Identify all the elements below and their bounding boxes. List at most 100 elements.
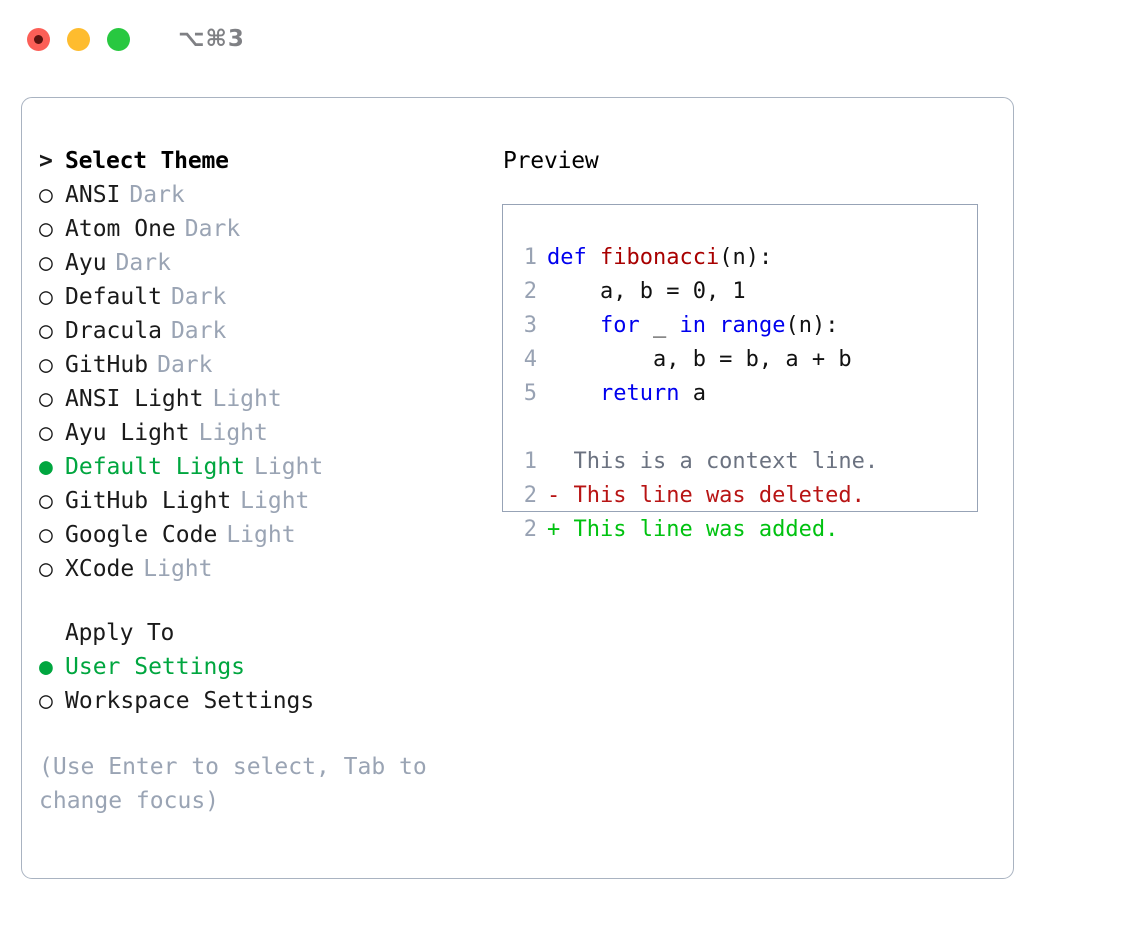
code-token-fn: fibonacci [600,245,720,270]
theme-list-item[interactable]: ○ ANSI Dark [39,178,502,212]
radio-selected-icon: ● [39,654,53,680]
keyboard-shortcut-label: ⌥⌘3 [178,25,245,52]
theme-name-label: XCode [65,556,135,582]
code-line-number: 2 [523,279,537,304]
theme-variant-label: Dark [129,182,185,208]
theme-name-label: ANSI Light [65,386,204,412]
code-token-kw: for [599,313,640,338]
theme-name-label: Google Code [65,522,218,548]
apply-to-option[interactable]: ● User Settings [39,650,502,684]
diff-line-text: - This line was deleted. [547,483,865,508]
radio-unselected-icon: ○ [39,284,53,310]
theme-list-item[interactable]: ○ Default Dark [39,280,502,314]
theme-list-item[interactable]: ○ GitHub Light Light [39,484,502,518]
minimize-button[interactable] [67,27,90,51]
code-line-text: a, b = 0, 1 [547,275,746,309]
code-token-plain: _ [639,313,680,338]
radio-unselected-icon: ○ [39,216,53,242]
radio-unselected-icon: ○ [39,420,53,446]
theme-variant-label: Light [240,488,310,514]
theme-variant-label: Light [254,454,324,480]
code-line-text: a, b = b, a + b [547,343,852,377]
code-line-number: 5 [523,381,537,406]
spacer-icon: ○ [39,616,65,650]
apply-to-list: ● User Settings ○Workspace Settings [39,650,502,718]
theme-variant-label: Dark [115,250,171,276]
radio-unselected-icon: ○ [39,352,53,378]
diff-line-ctx: 1 This is a context line. [503,445,977,479]
theme-name-label: GitHub [65,352,149,378]
apply-to-option-label: User Settings [65,654,246,680]
radio-unselected-icon: ○ [39,250,53,276]
code-line: 5 return a [503,377,977,411]
apply-to-heading-label: Apply To [65,620,175,646]
diff-line-text: + This line was added. [547,517,839,542]
keyboard-hint-text: (Use Enter to select, Tab to change focu… [39,754,427,814]
titlebar: ⌥⌘3 [0,0,1140,78]
theme-name-label: Atom One [65,216,176,242]
theme-name-label: Ayu Light [65,420,190,446]
diff-line-number: 2 [523,517,537,542]
code-token-plain [587,245,600,270]
code-line-text: def fibonacci(n): [547,241,772,275]
theme-name-label: ANSI [65,182,121,208]
diff-sample: 1 This is a context line. 2 - This line wa… [503,445,977,547]
theme-name-label: GitHub Light [65,488,232,514]
prompt-caret-icon: > [39,148,53,174]
theme-variant-label: Dark [170,284,227,310]
theme-variant-label: Dark [184,216,241,242]
code-token-kw: in [679,313,706,338]
code-diff-separator [503,411,977,445]
diff-line-add: 2 + This line was added. [503,513,977,547]
code-token-kw: return [599,381,680,406]
theme-list-item[interactable]: ○ GitHub Dark [39,348,502,382]
theme-variant-label: Dark [157,352,213,378]
diff-line-del: 2 - This line was deleted. [503,479,977,513]
apply-to-heading: ○ Apply To [39,616,502,650]
close-button[interactable] [27,27,50,51]
theme-list-item[interactable]: ● Default Light Light [39,450,502,484]
radio-unselected-icon: ○ [39,688,53,714]
theme-name-label: Dracula [65,318,162,344]
apply-to-option[interactable]: ○Workspace Settings [39,684,502,718]
code-token-plain [706,313,719,338]
code-line-number: 4 [523,347,537,372]
code-token-plain: (n): [785,313,839,338]
select-theme-heading: > Select Theme [39,144,502,178]
code-token-plain [547,313,600,338]
theme-name-label: Default Light [65,454,246,480]
code-token-plain: a [679,381,706,406]
diff-line-number: 2 [523,483,537,508]
code-token-plain: a, b = 0, 1 [547,279,746,304]
code-line-text: return a [547,377,706,411]
code-line: 4 a, b = b, a + b [503,343,977,377]
code-token-plain: (n): [719,245,773,270]
code-line-number: 3 [523,313,537,338]
theme-list-item[interactable]: ○ Atom One Dark [39,212,502,246]
theme-name-label: Default [65,284,162,310]
code-token-plain: a, b = b, a + b [547,347,852,372]
radio-selected-icon: ● [39,454,53,480]
maximize-button[interactable] [107,27,130,51]
radio-unselected-icon: ○ [39,182,53,208]
theme-variant-label: Dark [170,318,227,344]
code-line: 2 a, b = 0, 1 [503,275,977,309]
theme-variant-label: Light [212,386,282,412]
code-line: 3 for _ in range(n): [503,309,977,343]
radio-unselected-icon: ○ [39,488,53,514]
